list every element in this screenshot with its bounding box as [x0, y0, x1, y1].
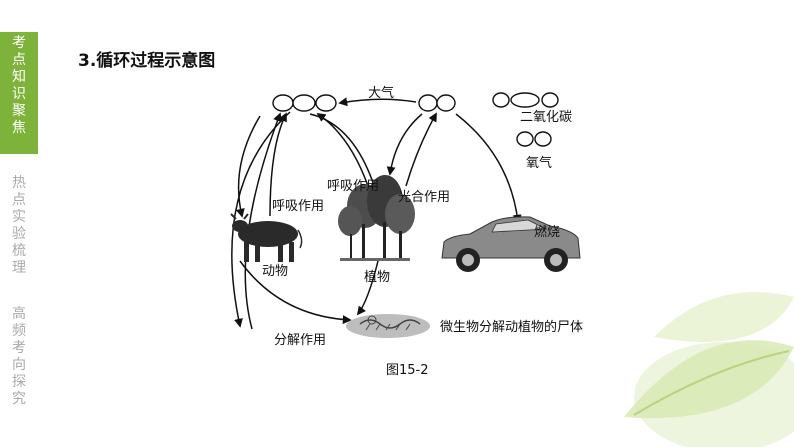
- label-decomposition: 分解作用: [274, 333, 327, 348]
- label-animal: 动物: [262, 264, 289, 279]
- nav-char: 验: [12, 226, 26, 242]
- label-plant: 植物: [364, 270, 391, 285]
- label-atmosphere: 大气: [368, 86, 395, 101]
- nav-char: 探: [12, 374, 26, 390]
- nav-char: 向: [12, 357, 26, 373]
- figure-caption: 图15-2: [386, 363, 429, 378]
- nav-char: 点: [12, 192, 26, 208]
- nav-char: 知: [12, 69, 26, 85]
- nav-char: 考: [12, 340, 26, 356]
- nav-char: 高: [12, 306, 26, 322]
- cycle-arrows: [231, 97, 522, 330]
- cow-illustration: [230, 213, 303, 262]
- nav-char: 理: [12, 260, 26, 276]
- nav-char: 考: [12, 35, 26, 51]
- nav-char: 聚: [12, 103, 26, 119]
- nav-char: 实: [12, 209, 26, 225]
- section-heading: 3.循环过程示意图: [78, 51, 216, 71]
- nav-char: 点: [12, 52, 26, 68]
- nav-item-knowledge[interactable]: 考 点 知 识 聚 焦: [0, 32, 38, 154]
- co2-molecule-atmosphere: [272, 94, 337, 112]
- legend-o2-label: 氧气: [526, 156, 553, 171]
- legend-co2-icon: [492, 92, 559, 108]
- legend-co2-label: 二氧化碳: [520, 110, 573, 125]
- nav-char: 梳: [12, 243, 26, 259]
- side-nav: 考 点 知 识 聚 焦 热 点 实 验 梳 理 高 频 考 向 探 究: [0, 0, 38, 447]
- label-respiration-plant: 呼吸作用: [327, 179, 380, 194]
- label-microbe: 微生物分解动植物的尸体: [440, 320, 584, 335]
- nav-char: 究: [12, 391, 26, 407]
- nav-item-exam-trends[interactable]: 高 频 考 向 探 究: [0, 306, 38, 408]
- cycle-diagram: 大气 二氧化碳 氧气 呼吸作用 光合作用 呼吸作用 动物 植物 燃烧 分解作用 …: [200, 86, 620, 349]
- nav-char: 频: [12, 323, 26, 339]
- diagram-artwork: [230, 92, 581, 338]
- nav-char: 识: [12, 86, 26, 102]
- label-combustion: 燃烧: [534, 225, 561, 240]
- nav-item-experiments[interactable]: 热 点 实 验 梳 理: [0, 175, 38, 277]
- nav-char: 热: [12, 175, 26, 191]
- car-illustration: [441, 216, 581, 272]
- o2-molecule-atmosphere: [418, 94, 456, 112]
- nav-char: 焦: [12, 120, 26, 136]
- legend-o2-icon: [516, 131, 552, 147]
- remains-illustration: [346, 314, 430, 338]
- leaf-decoration: [624, 292, 794, 447]
- label-photosynthesis: 光合作用: [398, 190, 451, 205]
- label-respiration-animal: 呼吸作用: [272, 199, 325, 214]
- trees-illustration: [338, 175, 415, 261]
